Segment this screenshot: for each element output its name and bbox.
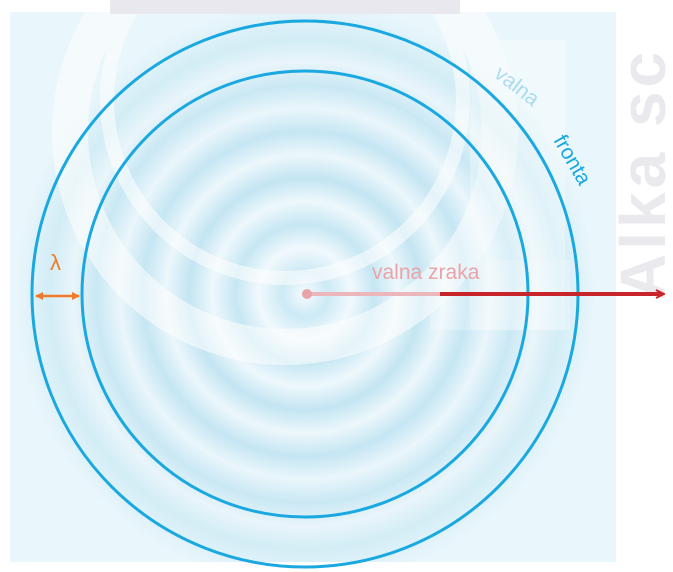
watermark-top-bar — [110, 0, 460, 14]
wavelength-label: λ — [50, 250, 61, 275]
watermark-text: Alka sc — [607, 48, 673, 300]
ray-source-dot — [302, 289, 312, 299]
ray-label: valna zraka — [372, 261, 480, 284]
